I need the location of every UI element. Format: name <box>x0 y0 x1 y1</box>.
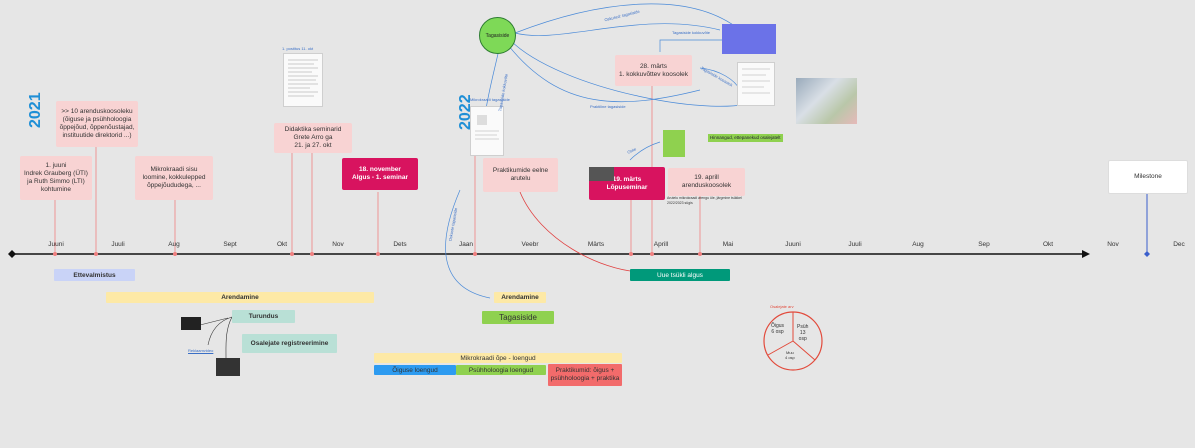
month-label: Märts <box>587 241 605 248</box>
pie-label-muu: Muu 4 osp <box>785 350 795 360</box>
month-label: Veebr <box>521 241 539 248</box>
month-label: Aug <box>912 241 924 248</box>
month-label: Okt <box>276 241 288 248</box>
month-label: Nov <box>332 241 344 248</box>
feedback-doc-thumbnail[interactable] <box>470 106 504 156</box>
card-praktikumide-arutelu: Praktikumide eelne arutelu <box>483 158 558 192</box>
month-label: Dets <box>393 241 407 248</box>
arutelu-note: Arutelu mikrokraadi arengu üle, järgmine… <box>667 196 742 205</box>
bar-praktikumid: Praktikumid: õigus + psühholoogia + prak… <box>548 364 622 386</box>
card-milestone: Milestone <box>1108 160 1188 194</box>
month-label: Jaan <box>458 241 474 248</box>
card-kokkuvottev: 28. märts 1. kokkuvõttev koosolek <box>615 55 692 86</box>
card-juuni-kohtumine: 1. juuni Indrek Grauberg (ÜTI) ja Ruth S… <box>20 156 92 200</box>
poster-thumbnail[interactable] <box>283 53 323 107</box>
bar-mikrokraadi-ope: Mikrokraadi õpe - loengud <box>374 353 622 363</box>
green-note-label: Hinnangud, ettepanekud osalejatelt <box>708 134 783 142</box>
whiteboard-photo[interactable] <box>796 78 857 124</box>
month-label: Juuli <box>848 241 862 248</box>
video-thumbnail-2[interactable] <box>216 358 240 376</box>
arrow-label-tagasiside-kokkuvote: Tagasiside kokkuvõte <box>672 30 711 35</box>
green-sticky-note <box>663 130 685 157</box>
month-label: Mai <box>722 241 734 248</box>
bar-psuhholoogia-loengud: Psühholoogia loengud <box>456 365 546 375</box>
bar-osalejate-registreerimine: Osalejate registreerimine <box>242 334 337 353</box>
month-label: Nov <box>1107 241 1119 248</box>
pie-label-oigus: Õigus 6 osp <box>771 323 785 335</box>
bar-tagasiside: Tagasiside <box>482 311 554 324</box>
blue-slide-thumbnail[interactable] <box>722 24 776 54</box>
month-label: Okt <box>1042 241 1054 248</box>
poster-label: 1. postitus 11. okt <box>282 46 314 51</box>
pie-title: Osalejate arv <box>770 304 794 309</box>
month-label: Sept <box>223 241 237 248</box>
reklaamvideo-link[interactable]: Reklaamvideo <box>188 348 214 353</box>
pie-label-psuh: Psüh 13 osp <box>797 324 809 342</box>
month-label: Juuni <box>48 241 64 248</box>
month-label: Dec <box>1173 241 1185 248</box>
bar-uue-tsukli-algus: Uue tsükli algus <box>630 269 730 281</box>
month-label: Juuli <box>111 241 125 248</box>
month-label: Aug <box>168 241 180 248</box>
summary-doc-thumbnail[interactable] <box>737 62 775 106</box>
card-arenduskoosolekud: >> 10 arenduskoosoleku (õiguse ja psühho… <box>56 101 138 147</box>
card-algus: 18. november Algus - 1. seminar <box>342 158 418 190</box>
year-2021: 2021 <box>27 92 44 128</box>
arrow-label-praktiline: Praktiline tagasiside <box>590 104 626 109</box>
video-thumbnail-1[interactable] <box>181 317 201 330</box>
tagasiside-circle: Tagasiside <box>479 17 516 54</box>
month-label: Aprill <box>653 241 669 248</box>
month-label: Juuni <box>785 241 801 248</box>
bar-oiguse-loengud: Õiguse loengud <box>374 365 456 375</box>
bar-ettevalmistus: Ettevalmistus <box>54 269 135 281</box>
lopuseminar-photo[interactable] <box>589 167 614 181</box>
card-didaktika: Didaktika seminarid Grete Arro ga 21. ja… <box>274 123 352 153</box>
bar-arendamine-2: Arendamine <box>494 292 546 303</box>
card-mikrokraadi-sisu: Mikrokraadi sisu loomine, kokkulepped õp… <box>135 156 213 200</box>
bar-turundus: Turundus <box>232 310 295 323</box>
side-doc-label: Mikrokraadi tagasiside <box>470 97 510 102</box>
bar-arendamine-1: Arendamine <box>106 292 374 303</box>
month-label: Sep <box>978 241 990 248</box>
card-arenduskoosolek-aprill: 19. aprill arenduskoosolek <box>668 168 745 196</box>
